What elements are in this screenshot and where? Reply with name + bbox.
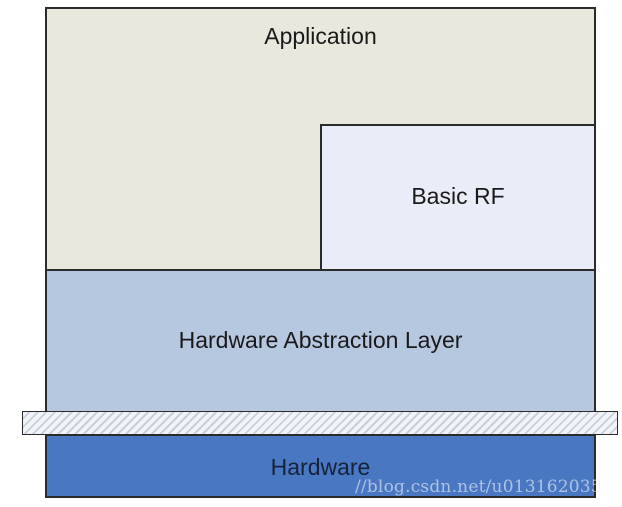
hatched-separator [22, 411, 618, 435]
hardware-layer: Hardware [45, 434, 596, 498]
application-label: Application [264, 23, 377, 49]
hal-label: Hardware Abstraction Layer [178, 327, 463, 353]
watermark: //blog.csdn.net/u013162035 [355, 477, 602, 497]
basic-rf-label: Basic RF [411, 183, 505, 209]
basic-rf-layer: Basic RF [320, 124, 596, 271]
hardware-label: Hardware [270, 454, 371, 480]
hardware-abstraction-layer: Hardware Abstraction Layer [45, 269, 596, 414]
